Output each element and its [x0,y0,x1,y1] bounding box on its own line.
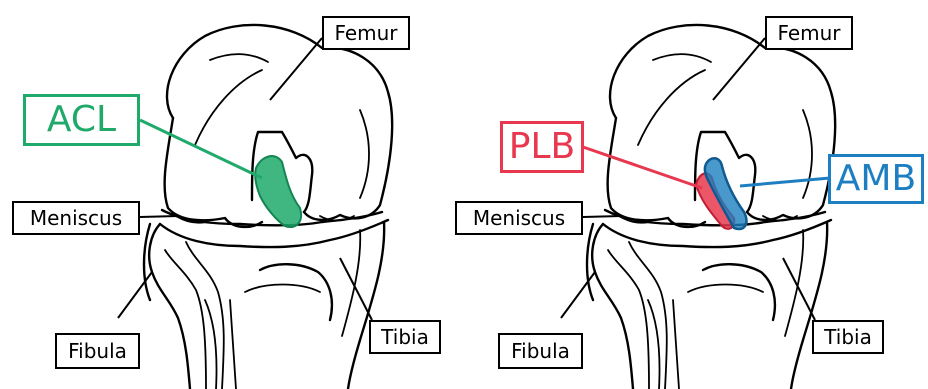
plb-leader [583,147,702,188]
tibia-leader-right [783,258,815,320]
femur-leader-left [270,38,322,100]
acl-label: ACL [23,94,140,146]
femur-label-left: Femur [322,16,410,50]
meniscus-leader-right [583,216,621,217]
fibula-leader-left [118,272,152,318]
meniscus-label-right: Meniscus [455,201,583,235]
meniscus-leader-left [140,216,178,217]
acl-ligament [255,156,301,227]
meniscus-label-left: Meniscus [12,201,140,235]
tibia-label-left: Tibia [369,320,441,354]
plb-label: PLB [500,121,584,173]
tibia-leader-left [340,258,372,320]
fibula-leader-right [561,272,595,318]
acl-leader [140,120,262,178]
tibia-label-right: Tibia [812,320,884,354]
femur-leader-right [713,38,765,100]
fibula-label-left: Fibula [55,333,140,369]
amb-label: AMB [828,154,924,204]
femur-label-right: Femur [765,16,853,50]
fibula-label-right: Fibula [498,333,583,369]
